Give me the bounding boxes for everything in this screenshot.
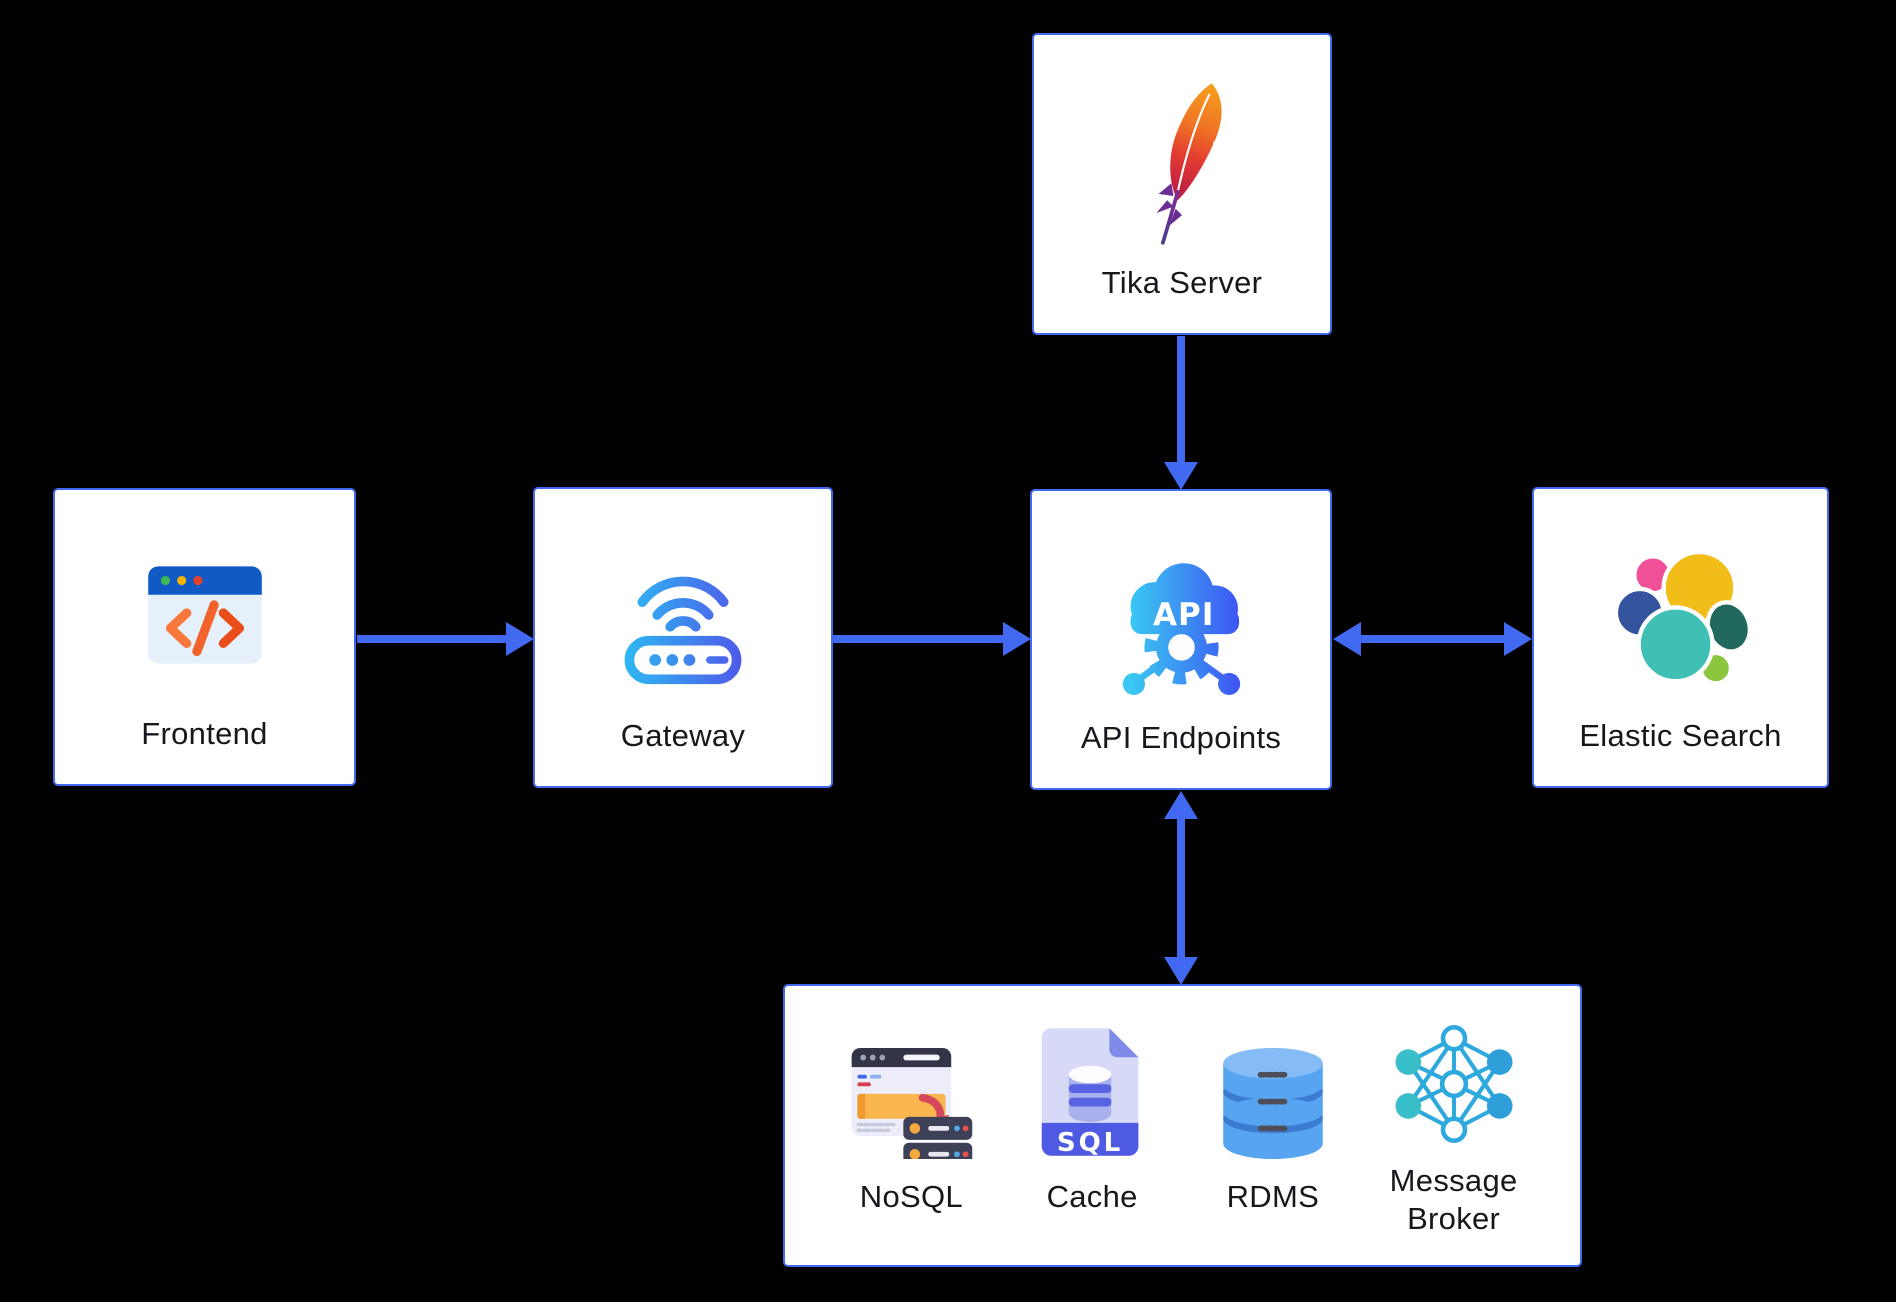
- datastore-cache: SQL Cache: [1002, 1016, 1183, 1239]
- api-icon-text: API: [1152, 597, 1214, 633]
- elastic-search-label: Elastic Search: [1579, 718, 1782, 754]
- apache-feather-icon: [1127, 59, 1237, 264]
- message-broker-network-icon: [1390, 1016, 1518, 1152]
- node-tika-server: Tika Server: [1032, 33, 1332, 335]
- wifi-router-icon: [608, 513, 758, 717]
- datastore-message-broker: Message Broker: [1363, 1016, 1544, 1239]
- datastore-nosql: NoSQL: [821, 1016, 1002, 1239]
- sql-file-icon: SQL: [1034, 1016, 1150, 1168]
- sql-icon-text: SQL: [1057, 1128, 1123, 1158]
- api-cloud-gear-icon: API: [1104, 515, 1259, 719]
- frontend-label: Frontend: [141, 716, 268, 752]
- gateway-label: Gateway: [620, 718, 746, 754]
- api-endpoints-label: API Endpoints: [1080, 720, 1282, 756]
- datastore-rdms: RDMS: [1183, 1016, 1364, 1239]
- tika-server-label: Tika Server: [1101, 265, 1263, 301]
- elasticsearch-logo-icon: [1605, 513, 1757, 717]
- rdms-label: RDMS: [1226, 1179, 1320, 1214]
- cache-label: Cache: [1046, 1179, 1138, 1214]
- node-datastores: NoSQL SQL Cache: [783, 984, 1582, 1267]
- node-elastic-search: Elastic Search: [1532, 487, 1829, 788]
- nosql-label: NoSQL: [859, 1179, 963, 1214]
- node-gateway: Gateway: [533, 487, 833, 788]
- message-broker-label: Message Broker: [1389, 1162, 1518, 1237]
- node-frontend: Frontend: [53, 488, 356, 786]
- nosql-browser-servers-icon: [844, 1016, 978, 1168]
- node-api-endpoints: API API Endpoints: [1030, 489, 1332, 790]
- code-browser-icon: [134, 514, 276, 715]
- database-cylinder-icon: [1206, 1016, 1340, 1168]
